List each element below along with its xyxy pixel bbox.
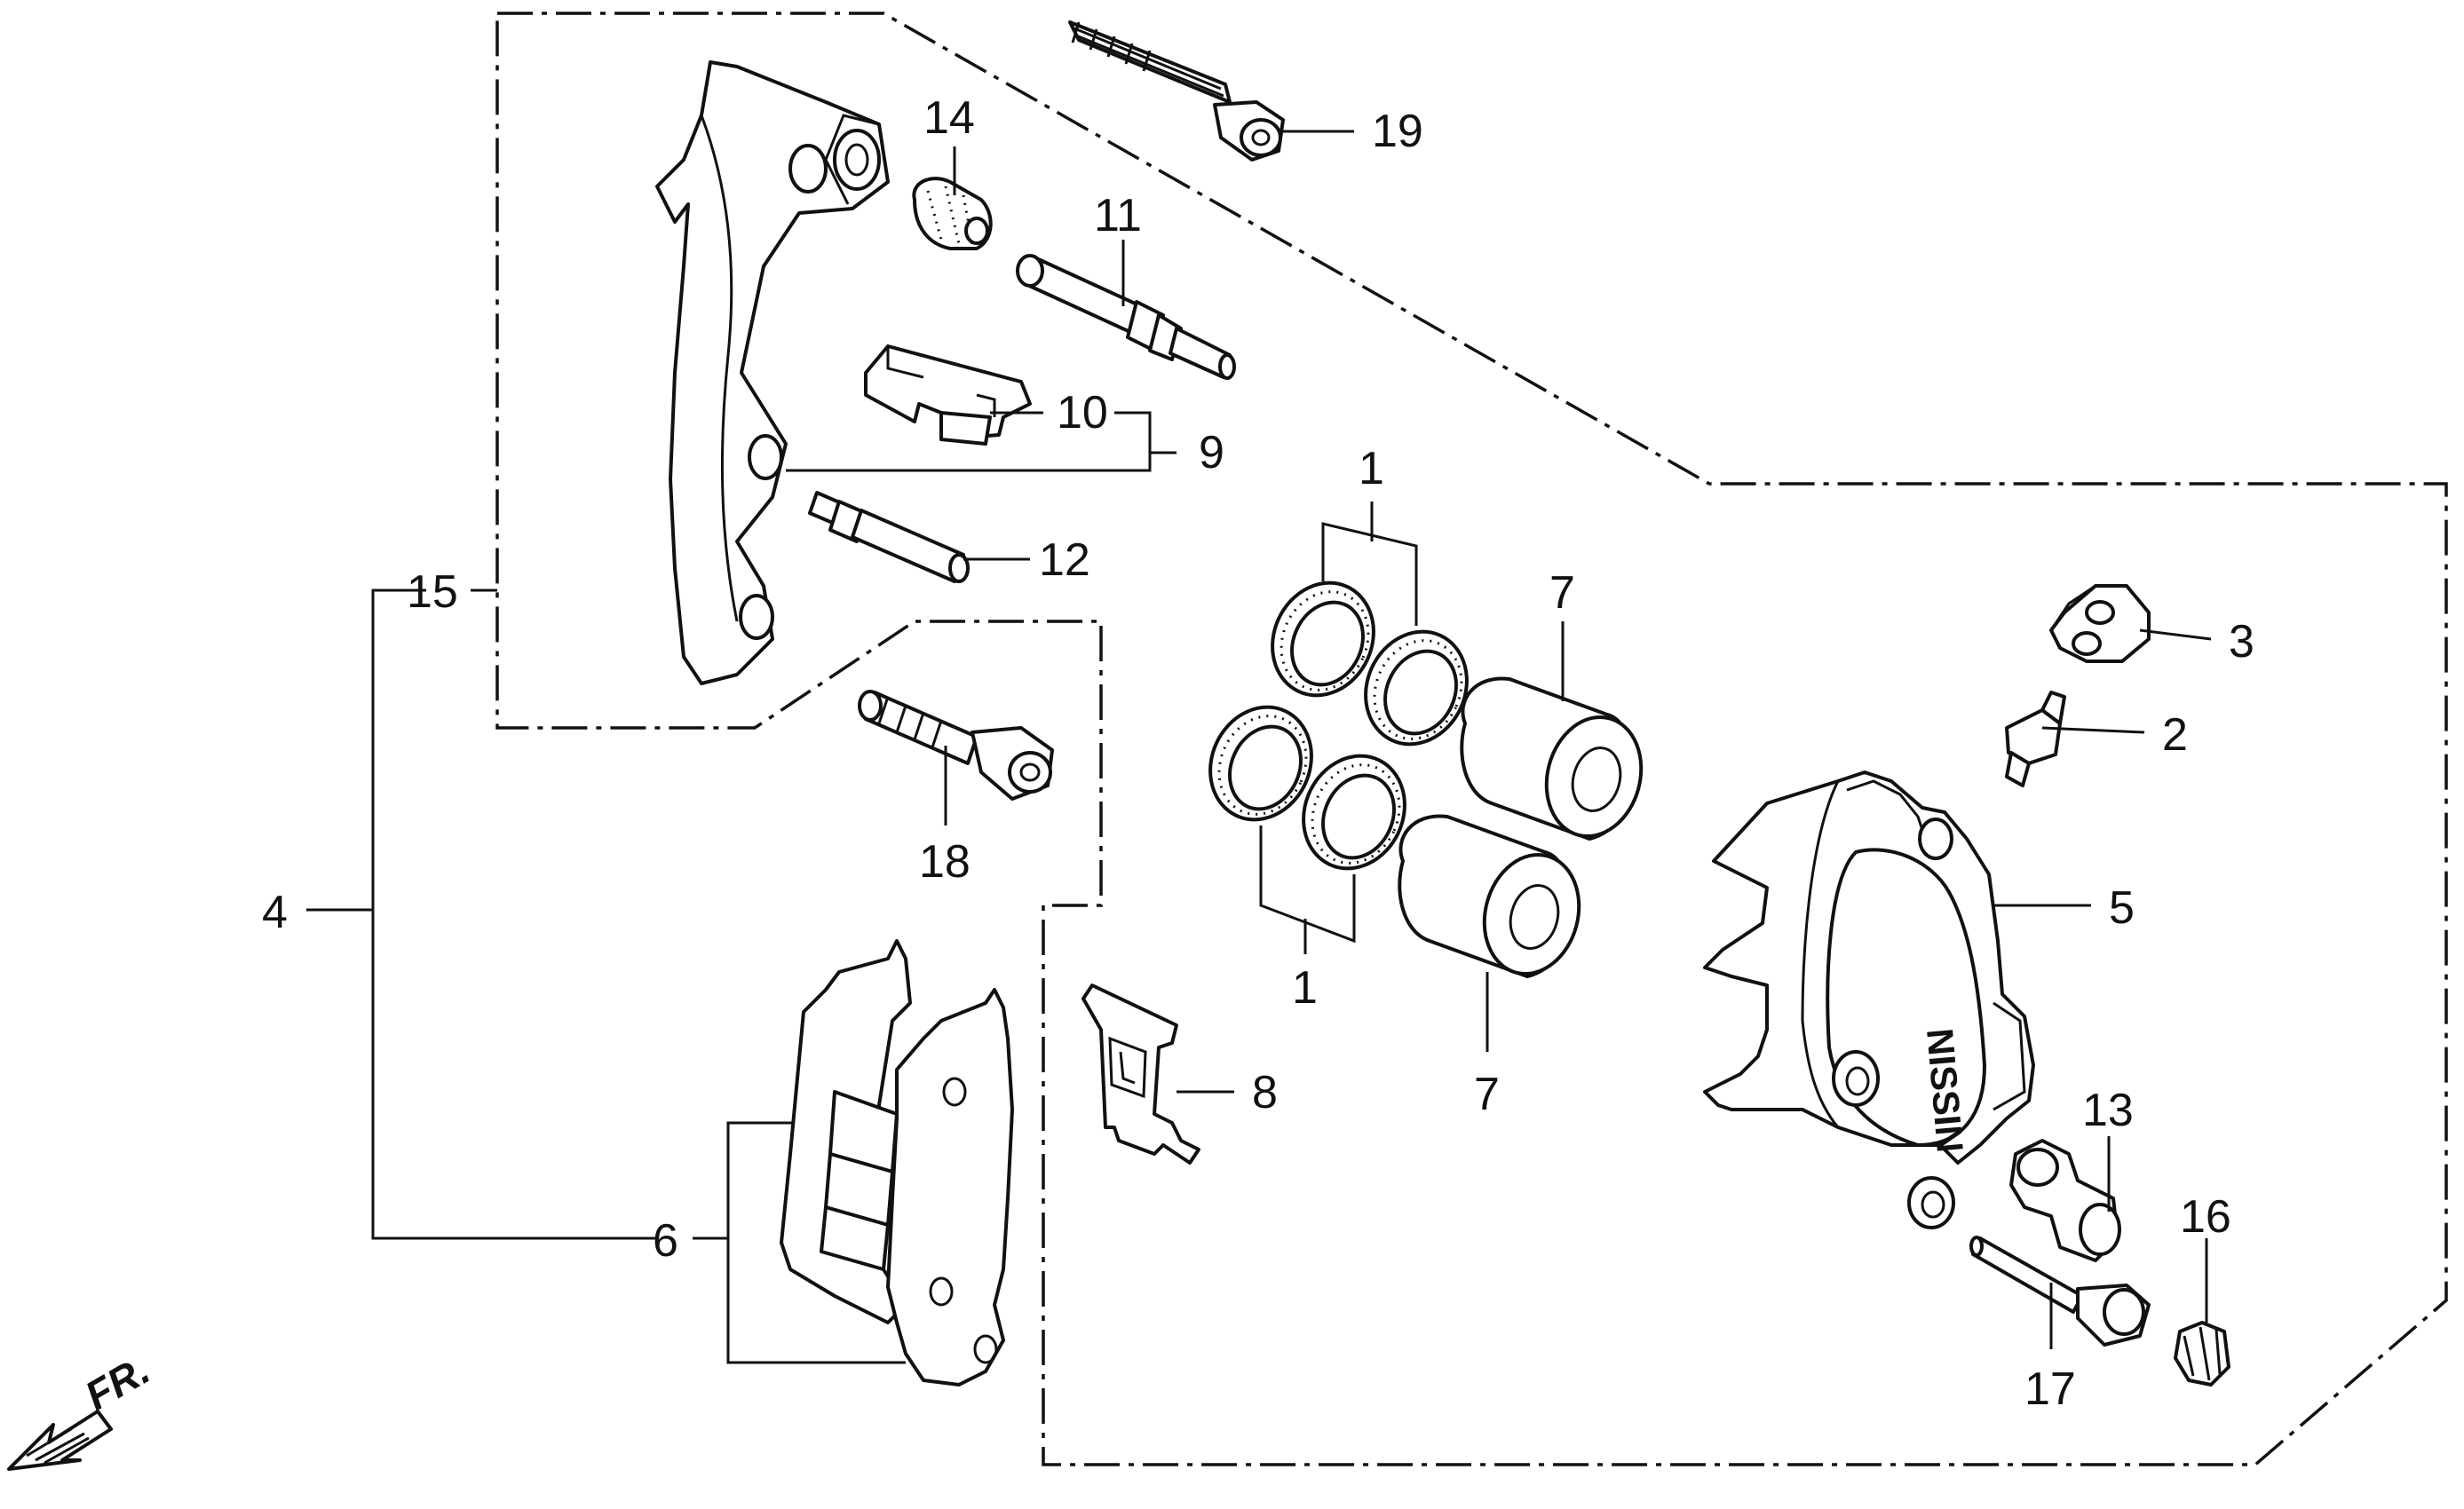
label-part-19: 19 — [1372, 106, 1423, 157]
piston-seal-set-1 — [1208, 581, 1469, 871]
front-direction-indicator: FR. — [7, 1347, 157, 1471]
leader-1-top — [1321, 502, 1418, 626]
group-bracket-6 — [726, 1121, 906, 1364]
leader-2 — [2041, 726, 2145, 734]
leader-9 — [786, 411, 1152, 472]
flange-bolt-19 — [1068, 20, 1285, 162]
pad-spring-8 — [1081, 984, 1200, 1165]
label-part-7-bottom: 7 — [1474, 1069, 1500, 1120]
label-part-4: 4 — [262, 887, 288, 938]
slide-pin-12 — [808, 491, 970, 583]
label-part-13: 13 — [2082, 1085, 2134, 1136]
label-part-1-top: 1 — [1359, 443, 1384, 494]
brake-pad-set-6 — [780, 939, 1014, 1387]
piston-7-lower — [1398, 814, 1581, 978]
pad-retainer-10 — [864, 344, 1032, 446]
label-part-9: 9 — [1199, 427, 1224, 478]
label-part-1-bottom: 1 — [1292, 962, 1318, 1014]
label-part-7-top: 7 — [1549, 567, 1575, 619]
seal-ring-a — [1271, 581, 1375, 698]
label-part-12: 12 — [1039, 534, 1090, 586]
label-part-5: 5 — [2109, 882, 2135, 934]
slide-pin-11 — [1016, 254, 1236, 380]
label-part-8: 8 — [1252, 1067, 1278, 1118]
label-part-11: 11 — [1094, 190, 1142, 241]
pad-pin-17 — [1969, 1236, 2151, 1347]
front-direction-label: FR. — [77, 1347, 157, 1419]
leader-1-bottom — [1259, 826, 1356, 954]
label-part-18: 18 — [919, 836, 971, 888]
bleeder-cap-16 — [2174, 1321, 2230, 1387]
pin-plug-13 — [2009, 1139, 2121, 1262]
bleeder-valve-2 — [2005, 691, 2066, 787]
caliper-bracket — [655, 60, 890, 685]
caliper-body-5: NISSIN — [1703, 770, 2035, 1229]
front-arrow-icon — [7, 1410, 113, 1471]
label-part-6: 6 — [653, 1215, 678, 1267]
leader-3 — [2139, 628, 2212, 641]
seal-ring-c — [1208, 705, 1313, 822]
label-part-14: 14 — [923, 92, 975, 144]
label-part-10: 10 — [1057, 387, 1108, 438]
seal-ring-b — [1364, 629, 1469, 747]
pin-boot-14 — [912, 177, 993, 250]
bracket-group-boundary — [495, 12, 2448, 1466]
label-part-15: 15 — [407, 566, 458, 618]
label-part-17: 17 — [2024, 1363, 2076, 1415]
label-part-16: 16 — [2180, 1191, 2231, 1243]
piston-7-upper — [1460, 676, 1644, 841]
label-part-2: 2 — [2162, 709, 2188, 761]
label-part-3: 3 — [2229, 616, 2254, 668]
group-bracket-4 — [371, 589, 657, 1240]
hose-clip-3 — [2049, 584, 2151, 663]
seal-ring-d — [1302, 754, 1406, 871]
flange-bolt-18 — [858, 690, 1054, 801]
